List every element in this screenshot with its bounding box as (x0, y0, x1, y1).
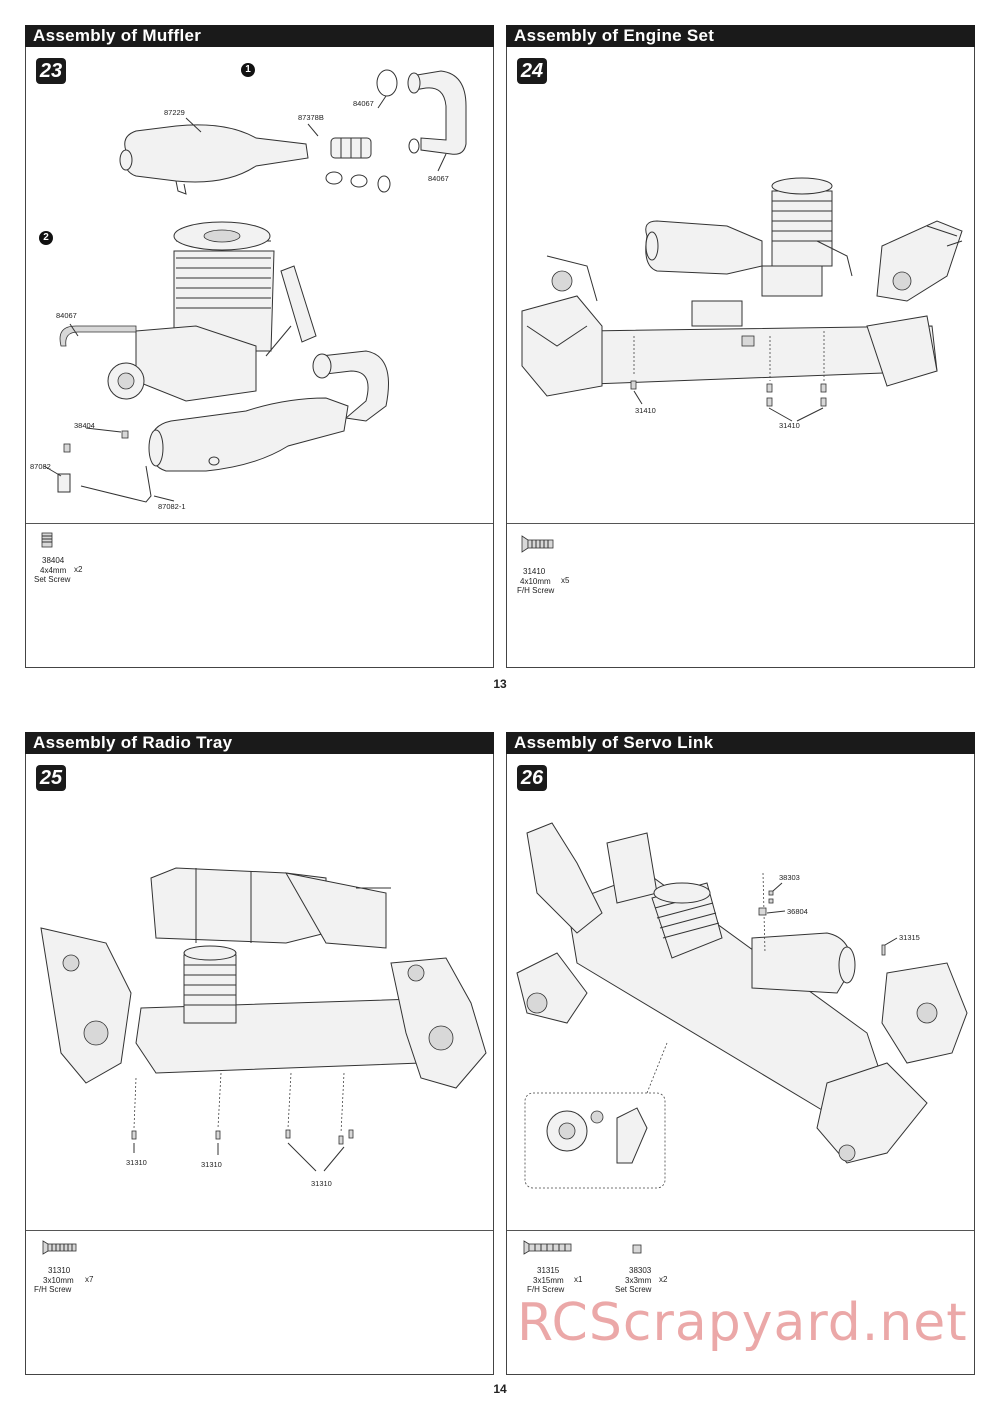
part-code: 31310 (48, 1266, 71, 1275)
part-38303: 38303 3x3mm Set Screw (615, 1266, 651, 1295)
flat-head-screw-icon (521, 535, 554, 553)
part-name: Set Screw (34, 575, 71, 584)
panel-muffler: Assembly of Muffler 23 1 2 (25, 25, 494, 668)
radio-tray-drawing (40, 867, 487, 1172)
callout-31410-b: 31410 (779, 421, 800, 430)
parts-divider (507, 523, 974, 524)
callout-87082-1: 87082-1 (158, 502, 186, 511)
part-31410: 31410 4x10mm F/H Screw (517, 567, 554, 596)
parts-divider (507, 1230, 974, 1231)
flat-head-screw-icon (523, 1240, 572, 1255)
part-qty: x5 (561, 576, 570, 585)
page-number-14: 14 (493, 1382, 507, 1396)
panel-title: Assembly of Radio Tray (25, 732, 494, 754)
callout-87229: 87229 (164, 108, 185, 117)
part-size: 3x10mm (43, 1275, 74, 1285)
callout-38404: 38404 (74, 421, 95, 430)
engine-set-drawing (521, 177, 963, 422)
panel-radio-tray: Assembly of Radio Tray 25 31310 31310 3 (25, 732, 494, 1375)
part-code: 38303 (629, 1266, 652, 1275)
part-code: 31315 (537, 1266, 560, 1275)
callout-31310-c: 31310 (311, 1179, 332, 1188)
callout-84067-c: 84067 (56, 311, 77, 320)
muffler-exploded-drawing (43, 69, 467, 503)
part-31315: 31315 3x15mm F/H Screw (527, 1266, 564, 1295)
part-code: 31410 (523, 567, 546, 576)
panel-title: Assembly of Servo Link (506, 732, 975, 754)
page-number-13: 13 (493, 677, 507, 691)
parts-divider (26, 523, 493, 524)
flat-head-screw-icon (42, 1240, 77, 1255)
callout-87378b: 87378B (298, 113, 324, 122)
part-qty: x2 (74, 565, 83, 574)
callout-84067-b: 84067 (428, 174, 449, 183)
part-qty: x2 (659, 1275, 668, 1284)
callout-36804: 36804 (787, 907, 808, 916)
part-size: 4x4mm (40, 565, 67, 575)
set-screw-icon (41, 532, 53, 548)
callout-87082: 87082 (30, 462, 51, 471)
panel-title: Assembly of Muffler (25, 25, 494, 47)
part-size: 3x3mm (625, 1275, 652, 1285)
part-name: F/H Screw (517, 586, 555, 595)
panel-title: Assembly of Engine Set (506, 25, 975, 47)
callout-31315: 31315 (899, 933, 920, 942)
step-number: 23 (36, 58, 66, 84)
substep-1: 1 (241, 63, 255, 77)
panel-engine-set: Assembly of Engine Set 24 (506, 25, 975, 668)
part-name: F/H Screw (34, 1285, 72, 1294)
callout-38303: 38303 (779, 873, 800, 882)
callout-31310-a: 31310 (126, 1158, 147, 1167)
part-size: 3x15mm (533, 1275, 564, 1285)
callout-31310-b: 31310 (201, 1160, 222, 1169)
step-number: 26 (517, 765, 547, 791)
part-name: F/H Screw (527, 1285, 565, 1294)
callout-84067-a: 84067 (353, 99, 374, 108)
part-qty: x7 (85, 1275, 94, 1284)
set-screw-icon (632, 1244, 642, 1254)
servo-link-drawing (516, 822, 968, 1189)
callout-31410-a: 31410 (635, 406, 656, 415)
step-number: 25 (36, 765, 66, 791)
parts-divider (26, 1230, 493, 1231)
part-code: 38404 (42, 556, 65, 565)
part-31310: 31310 3x10mm F/H Screw (34, 1266, 74, 1295)
part-size: 4x10mm (520, 576, 551, 586)
part-name: Set Screw (615, 1285, 652, 1294)
part-qty: x1 (574, 1275, 583, 1284)
step-number: 24 (517, 58, 547, 84)
part-38404: 38404 4x4mm Set Screw (34, 556, 70, 585)
watermark: RCScrapyard.net (517, 1293, 968, 1353)
panel-servo-link: Assembly of Servo Link 26 (506, 732, 975, 1375)
substep-2: 2 (39, 231, 53, 245)
